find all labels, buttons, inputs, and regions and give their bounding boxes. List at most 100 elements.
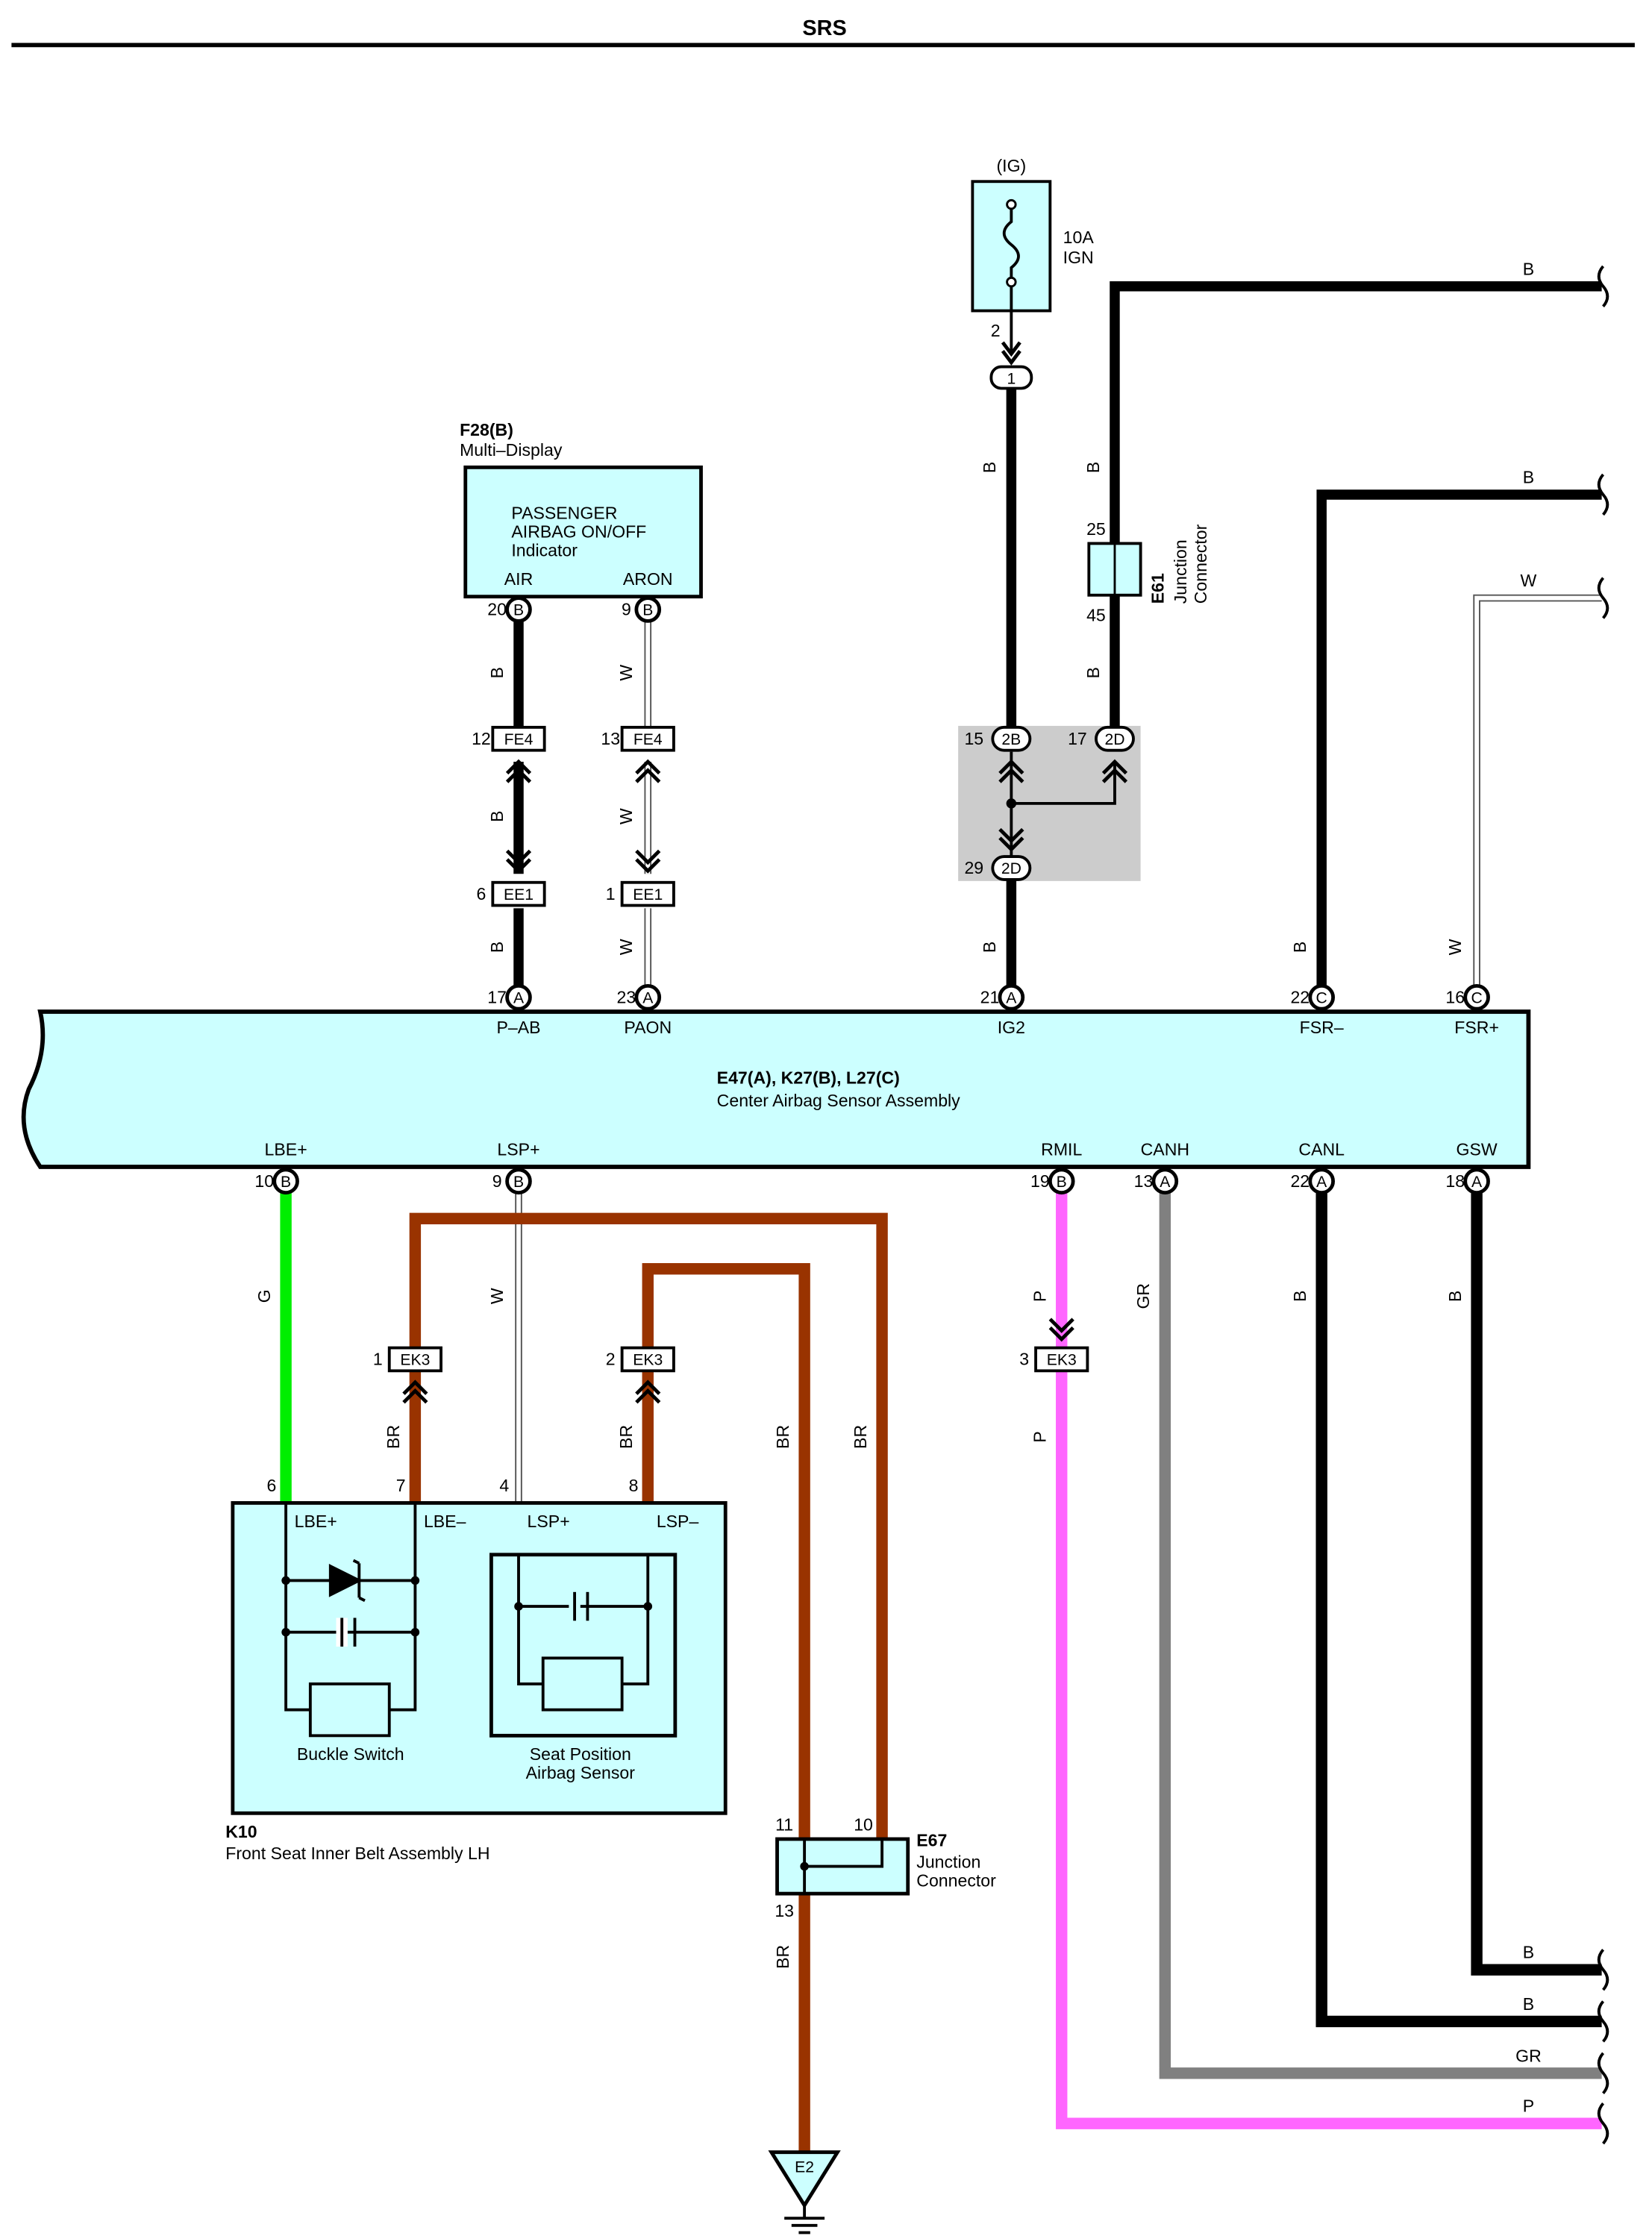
- splice-link: [1011, 762, 1116, 805]
- pin-bot-2-number: 19: [1030, 1171, 1050, 1191]
- wire-canh: [1159, 1192, 1602, 2079]
- conn-ek3-lsp: [620, 1346, 675, 1373]
- pin-bot-0-letter: B: [281, 1174, 291, 1191]
- sensor-term-paon: PAON: [624, 1018, 672, 1037]
- wl-rmil-upper: P: [1030, 1291, 1050, 1302]
- wl-canl: B: [1290, 1291, 1310, 1302]
- wl-br-long2: BR: [851, 1425, 870, 1449]
- pin-top-4-letter: C: [1471, 989, 1482, 1006]
- pin-top-2-number: 21: [980, 987, 1000, 1006]
- wl-e61-upper: B: [1083, 462, 1103, 473]
- conn-2d-top-label: 2D: [1104, 731, 1124, 748]
- e67-code: E67: [916, 1831, 947, 1850]
- fuse-element: [1002, 204, 1020, 283]
- conn-ek3-rmil-label: EK3: [1047, 1352, 1077, 1369]
- e61-pin-bottom: 45: [1086, 605, 1106, 624]
- pin-top-1-number: 23: [617, 987, 636, 1006]
- pin-bot-5-letter: A: [1471, 1174, 1483, 1191]
- terminal-air-label: AIR: [504, 569, 534, 589]
- wl-air-lower: B: [487, 942, 507, 953]
- wire-gsw: [1471, 1192, 1602, 1976]
- dot-5: [514, 1602, 523, 1611]
- ig-connector: [989, 365, 1033, 390]
- pin-bot-0-number: 10: [254, 1171, 274, 1191]
- multi-display-code: F28(B): [460, 420, 513, 439]
- e61-line-1: Junction: [1171, 539, 1190, 604]
- wl-aron-lower: W: [616, 939, 636, 955]
- wl-out-top3: W: [1521, 571, 1537, 590]
- conn-ee1-b-label: EE1: [633, 886, 663, 904]
- fuse-out-chevron: [1001, 341, 1021, 366]
- belt-label-lbe-minus: LBE–: [424, 1512, 466, 1531]
- pin-bot-5: [1463, 1168, 1490, 1195]
- belt-assembly-name: Front Seat Inner Belt Assembly LH: [225, 1844, 489, 1863]
- chev-ek3-lsp: [635, 1380, 661, 1404]
- ground-label: E2: [795, 2159, 814, 2176]
- pin-bot-0: [272, 1168, 299, 1195]
- fuse-terminal-bottom: [1006, 276, 1017, 288]
- wl-air-mid: B: [487, 811, 507, 822]
- sensor-code: E47(A), K27(B), L27(C): [717, 1068, 900, 1087]
- wire-fsr-minus: [1316, 489, 1602, 986]
- indicator-line-3: Indicator: [511, 541, 578, 560]
- pin-bot-5-number: 18: [1445, 1171, 1465, 1191]
- page-title: SRS: [802, 16, 846, 40]
- seat-sensor-line-2: Airbag Sensor: [526, 1763, 636, 1782]
- wire-fsr-plus-core: [1474, 595, 1602, 986]
- pin-top-3-letter: C: [1316, 989, 1327, 1006]
- seat-sensor-element: [541, 1656, 624, 1712]
- dot-3: [281, 1627, 290, 1637]
- dot-4: [410, 1627, 420, 1637]
- wl-gsw: B: [1445, 1291, 1465, 1302]
- continuation-breaks: [1597, 265, 1609, 2145]
- wl-e61-lower: B: [1083, 667, 1103, 678]
- chev-ee1-b: [635, 849, 661, 874]
- conn-ek3-rmil-pin: 3: [1019, 1350, 1029, 1369]
- pin-bot-4: [1308, 1168, 1336, 1195]
- e67-pin-11: 11: [775, 1814, 793, 1834]
- pin-bot-1-letter: B: [513, 1174, 524, 1191]
- wire-fsr-plus: [1473, 594, 1602, 986]
- chev-ee1-a: [505, 849, 532, 874]
- e61-code: E61: [1148, 573, 1167, 604]
- pin-top-4-number: 16: [1445, 987, 1465, 1006]
- wl-canh: GR: [1133, 1283, 1153, 1309]
- ig-connector-pin: 1: [1007, 371, 1016, 388]
- conn-fe4-b-pin: 13: [601, 729, 620, 748]
- conn-ee1-b: [620, 880, 675, 907]
- ground-triangle: [768, 2150, 841, 2209]
- sensor-term-pab: P–AB: [496, 1018, 540, 1037]
- conn-ek3-lsp-pin: 2: [606, 1350, 616, 1369]
- e67-internal-link: [804, 1838, 884, 1868]
- pin-bot-3-number: 13: [1134, 1171, 1154, 1191]
- multi-display-name: Multi–Display: [460, 440, 563, 460]
- conn-2d-bot-pin: 29: [964, 858, 983, 877]
- buckle-switch-element: [308, 1682, 391, 1738]
- conn-fe4-a-pin: 12: [472, 729, 491, 748]
- wire-e61-top: [1110, 281, 1602, 544]
- sensor-term-fsr-minus: FSR–: [1300, 1018, 1344, 1037]
- fuse-terminal-top: [1006, 198, 1017, 210]
- wl-fsrp: W: [1445, 939, 1465, 955]
- seat-sensor-circuit: [517, 1554, 650, 1685]
- conn-2d-top-pin: 17: [1068, 729, 1087, 748]
- belt-label-lsp-plus: LSP+: [528, 1512, 570, 1531]
- chev-2d-bot: [998, 827, 1024, 852]
- conn-2b-label: 2B: [1001, 731, 1021, 748]
- wl-br-long1: BR: [773, 1425, 792, 1449]
- buckle-switch-label: Buckle Switch: [297, 1744, 404, 1764]
- chev-ek3-lbe: [402, 1380, 428, 1404]
- wl-out-bot2: B: [1523, 1994, 1534, 2014]
- buckle-switch-circuit: [284, 1503, 417, 1712]
- pin-top-0-number: 17: [487, 987, 507, 1006]
- wl-out-bot3: GR: [1515, 2046, 1542, 2065]
- pin-top-1: [634, 983, 662, 1011]
- pin-bot-1: [505, 1168, 532, 1195]
- sensor-term-fsr-plus: FSR+: [1454, 1018, 1499, 1037]
- conn-ek3-lbe: [387, 1346, 442, 1373]
- conn-ek3-lbe-label: EK3: [400, 1352, 430, 1369]
- e61-pin-top: 25: [1086, 519, 1106, 539]
- conn-fe4-b-label: FE4: [633, 731, 663, 748]
